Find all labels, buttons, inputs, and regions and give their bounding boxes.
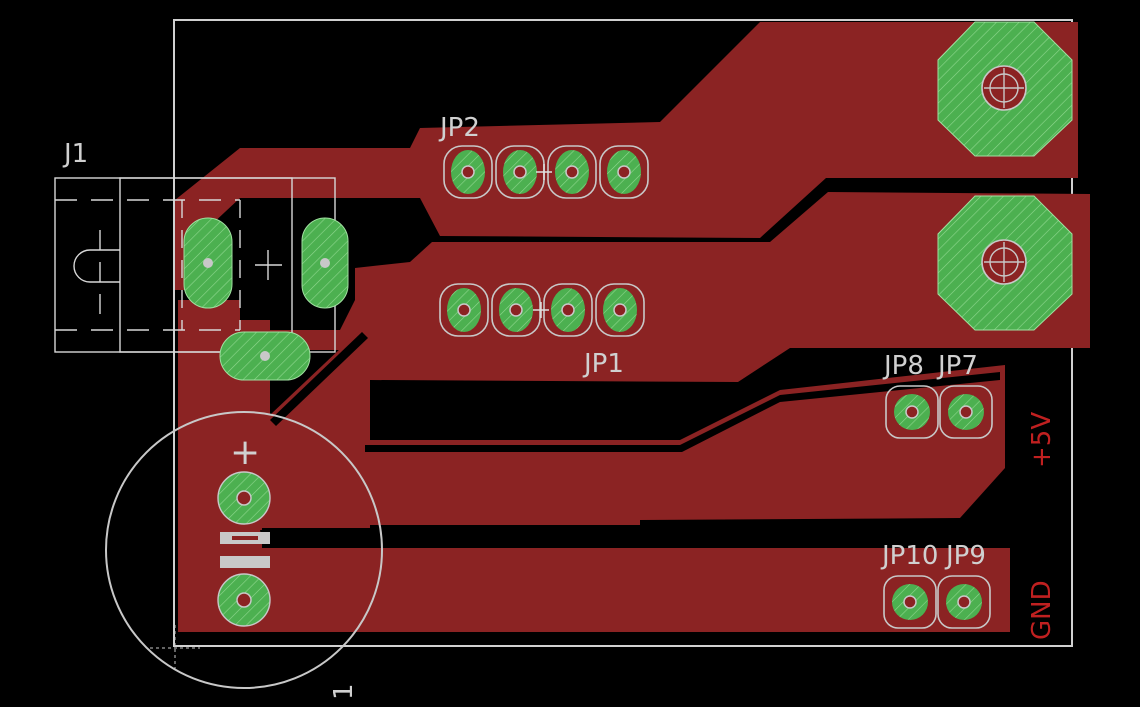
label-cap-plus: + [230, 432, 260, 473]
label-jp8: JP8 [882, 351, 924, 381]
label-jp1: JP1 [582, 349, 624, 379]
label-plus5v: +5V [1027, 412, 1057, 468]
isolation-gaps [262, 332, 1010, 548]
capacitor-footprint [105, 411, 383, 689]
jp2-header [443, 145, 649, 199]
label-jp2: JP2 [438, 113, 480, 143]
label-jp10: JP10 [880, 541, 938, 571]
jp10-jp9-pads [883, 575, 991, 629]
mount-pad-bottom [937, 195, 1073, 331]
origin-markers [533, 164, 552, 318]
label-cap-one: 1 [329, 683, 359, 700]
jp8-jp7-pads [885, 385, 993, 439]
jp1-header [439, 283, 645, 337]
copper-pour-left [178, 300, 1010, 632]
mount-pad-top [937, 21, 1073, 157]
j1-connector-outline [54, 177, 336, 353]
copper-trace-middle [262, 192, 1090, 440]
j1-pads [183, 217, 349, 381]
label-jp7: JP7 [936, 351, 978, 381]
label-gnd: GND [1027, 580, 1057, 640]
label-j1: J1 [62, 139, 88, 169]
label-jp9: JP9 [944, 541, 986, 571]
